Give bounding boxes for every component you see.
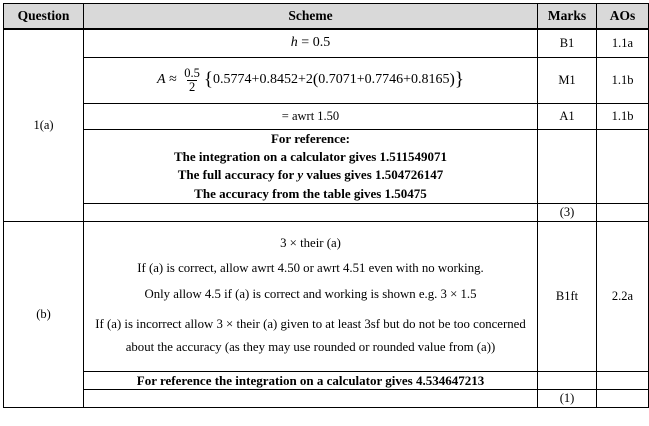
paren-open: ( [312, 70, 319, 88]
header-aos: AOs [596, 3, 649, 30]
mark-empty-ref [537, 128, 597, 205]
variable-h: h [290, 35, 298, 51]
mark-m1: M1 [537, 56, 597, 104]
table-row: For reference the integration on a calcu… [4, 371, 649, 391]
coefficient-2: 2 [305, 71, 313, 87]
table-row: (b) 3 × their (a) If (a) is correct, all… [3, 221, 649, 409]
scheme-empty-subtotal-b [83, 389, 538, 409]
equals-sign: = [301, 35, 310, 51]
equation-h-content: h = 0.5 [291, 36, 330, 51]
mark-b1: B1 [537, 28, 597, 58]
ao-empty-ref [596, 128, 649, 205]
part-b-body: 3 × their (a) If (a) is correct, allow a… [84, 236, 537, 360]
reference-block: For reference: The integration on a calc… [84, 130, 537, 204]
scheme-reference-block: For reference: The integration on a calc… [83, 128, 538, 205]
scheme-awrt-value: = awrt 1.50 [83, 102, 538, 130]
question-label-1a: 1(a) [3, 28, 84, 223]
reference-line-4: The accuracy from the table gives 1.5047… [194, 185, 427, 201]
formula-lhs-A: A [157, 71, 166, 87]
ao-1-1b-first: 1.1b [596, 56, 649, 104]
header-question: Question [3, 3, 84, 30]
mark-scheme-table: Question Scheme Marks AOs 1(a) h = 0.5 B… [3, 3, 649, 409]
subtotal-marks-b: (1) [537, 389, 597, 409]
fraction-denominator: 2 [186, 79, 198, 94]
term-1: 0.5774 [213, 71, 252, 87]
table-header-row: Question Scheme Marks AOs [3, 3, 649, 30]
plus-1: + [251, 71, 260, 87]
plus-2: + [297, 71, 306, 87]
header-scheme: Scheme [83, 3, 538, 30]
mark-b1ft: B1ft [537, 221, 597, 373]
reference-line-3-after: values gives 1.504726147 [303, 167, 444, 183]
part-b-paragraph: If (a) is incorrect allow 3 × their (a) … [95, 316, 526, 355]
paren-close: ) [449, 70, 455, 88]
scheme-equation-h: h = 0.5 [83, 28, 538, 58]
part-b-line-3: Only allow 4.5 if (a) is correct and wor… [144, 286, 477, 301]
variable-y: y [297, 167, 304, 183]
ao-empty-subtotal-b [596, 389, 649, 409]
mark-a1: A1 [537, 102, 597, 130]
value-h: 0.5 [312, 35, 331, 51]
table-row: (1) [4, 389, 649, 409]
brace-open: { [203, 69, 214, 91]
mark-scheme-page: Question Scheme Marks AOs 1(a) h = 0.5 B… [0, 3, 649, 426]
brace-close: } [454, 69, 464, 91]
ao-2-2a: 2.2a [596, 221, 649, 373]
part-b-line-2: If (a) is correct, allow awrt 4.50 or aw… [137, 260, 484, 275]
subtotal-marks-a: (3) [537, 203, 597, 223]
ao-empty-subtotal-a [596, 203, 649, 223]
reference-line-3-before: The full accuracy for [177, 167, 298, 183]
table-row: (3) [4, 203, 649, 223]
scheme-part-b-body: 3 × their (a) If (a) is correct, allow a… [83, 221, 538, 373]
table-row: 1(a) h = 0.5 B1 1.1a [3, 28, 649, 223]
reference-line-b: For reference the integration on a calcu… [136, 372, 485, 388]
ao-empty-ref-b [596, 371, 649, 391]
approx-sign: ≈ [169, 71, 177, 87]
scheme-empty-subtotal-a [83, 203, 538, 223]
term-2: 0.8452 [259, 71, 298, 87]
term-3: 0.7071 [318, 71, 357, 87]
mark-empty-ref-b [537, 371, 597, 391]
header-marks: Marks [537, 3, 597, 30]
fraction-numerator: 0.5 [184, 66, 200, 80]
reference-line-3: The full accuracy for y values gives 1.5… [84, 166, 537, 184]
question-label-1b: (b) [3, 221, 84, 409]
ao-1-1b-second: 1.1b [596, 102, 649, 130]
plus-3: + [356, 71, 365, 87]
scheme-reference-line-b: For reference the integration on a calcu… [83, 371, 538, 391]
reference-line-1: For reference: [270, 130, 351, 146]
part-b-line-1: 3 × their (a) [280, 235, 341, 250]
term-4: 0.7746 [364, 71, 404, 87]
plus-4: + [403, 71, 411, 87]
table-row: = awrt 1.50 A1 1.1b [4, 102, 649, 130]
term-5: 0.8165 [411, 71, 450, 87]
ao-1-1a: 1.1a [596, 28, 649, 58]
table-row: For reference: The integration on a calc… [4, 128, 649, 205]
reference-line-2: The integration on a calculator gives 1.… [173, 148, 448, 164]
